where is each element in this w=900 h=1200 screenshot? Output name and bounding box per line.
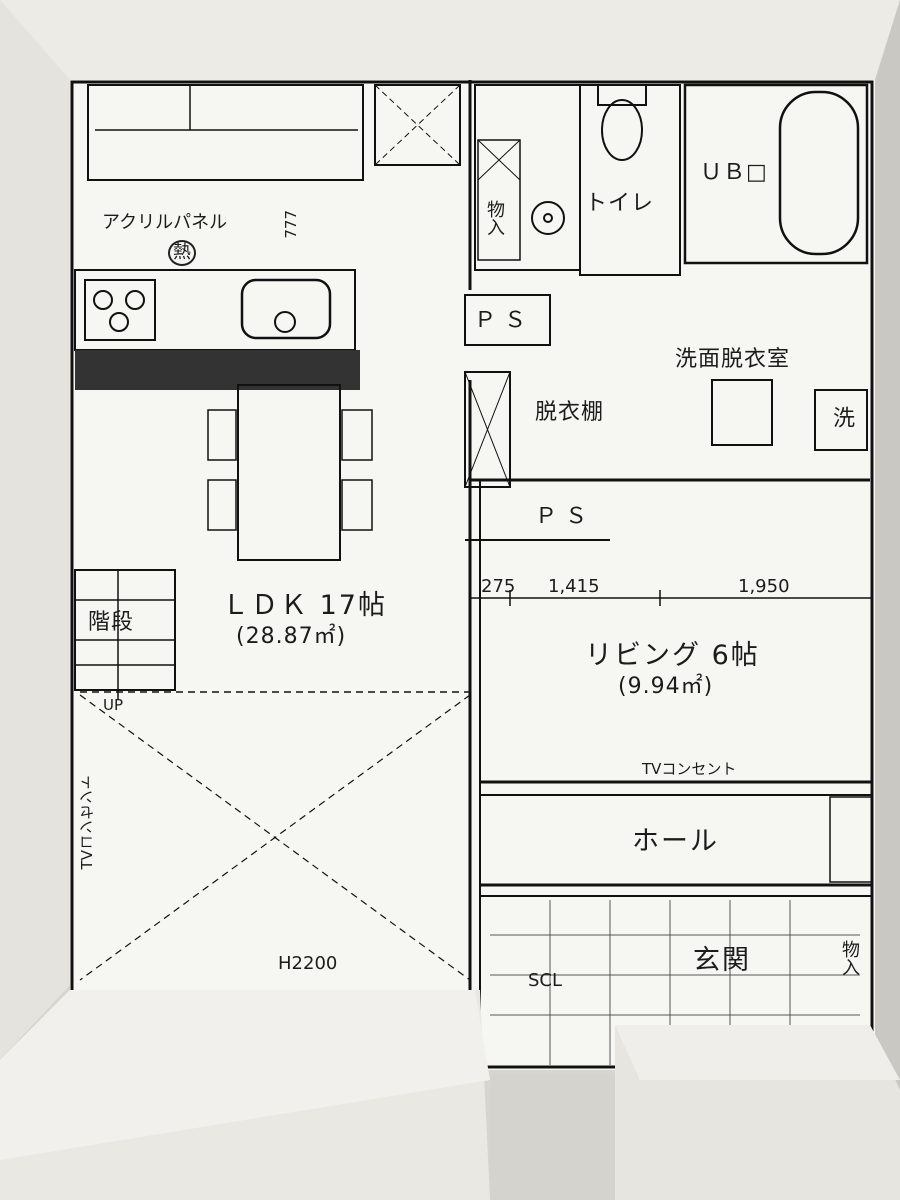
toilet-bowl <box>601 99 643 161</box>
shoe-closet-name: SCL <box>528 970 563 991</box>
ps-label-top: ＰＳ <box>474 308 535 333</box>
cooktop <box>84 279 156 341</box>
washroom-name: 洗面脱衣室 <box>675 347 791 372</box>
stairs-block <box>74 569 176 691</box>
tv-outlet-living: TVコンセント <box>642 760 737 778</box>
left-wall <box>0 0 70 1060</box>
ceiling-height: H2200 <box>278 953 338 974</box>
dining-table <box>237 384 341 561</box>
dim-777: 777 <box>282 210 300 239</box>
dimension-1415: 1,415 <box>548 576 600 597</box>
heat-mark: 熱 <box>168 240 196 266</box>
sink <box>240 278 332 340</box>
undress-shelf-label: 脱衣棚 <box>535 400 605 425</box>
washer-label: 洗 <box>829 406 854 429</box>
front-wall-right-top <box>615 1025 900 1080</box>
living-room-area: (9.94㎡) <box>618 674 714 699</box>
ldk-room-name: ＬＤＫ 17帖 <box>222 590 387 621</box>
tv-outlet-ldk: TVコンセント <box>78 775 96 870</box>
storage-name: 物入 <box>484 200 505 236</box>
hall-name: ホール <box>632 826 719 857</box>
storage-entrance-name: 物入 <box>839 940 860 976</box>
unit-bath <box>683 83 869 265</box>
stairs-name: 階段 <box>88 610 135 635</box>
right-wall <box>875 0 900 1090</box>
top-wall <box>0 0 900 80</box>
plan-paper <box>70 80 875 1070</box>
unit-bath-name: ＵＢ□ <box>700 160 768 185</box>
living-room-name: リビング 6帖 <box>585 640 760 671</box>
back-counter <box>87 84 364 181</box>
entrance-name: 玄関 <box>693 945 751 976</box>
toilet-name: トイレ <box>585 191 655 216</box>
entrance-floor <box>490 1075 615 1200</box>
ldk-room-area: (28.87㎡) <box>236 624 347 649</box>
up-arrow-label: UP <box>103 696 124 714</box>
dimension-1950: 1,950 <box>738 576 790 597</box>
front-wall-left-top <box>0 990 490 1160</box>
dimension-275: 275 <box>481 576 516 597</box>
ps-label-mid: ＰＳ <box>535 504 596 529</box>
acrylic-panel-label: アクリルパネル <box>102 212 228 233</box>
